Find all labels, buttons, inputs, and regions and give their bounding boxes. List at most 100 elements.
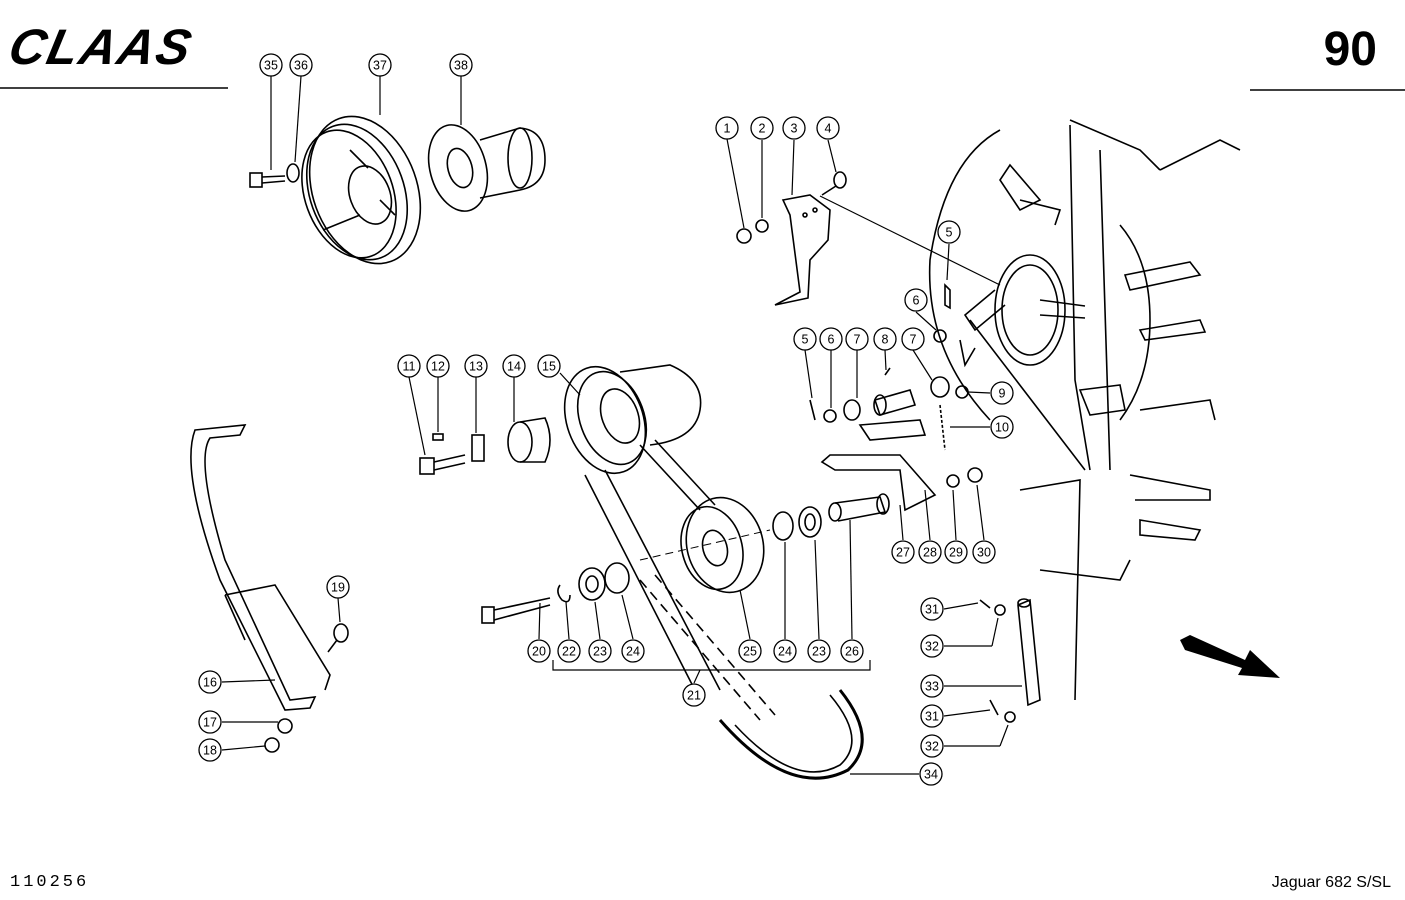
callout-c38: 38 — [449, 53, 473, 77]
callout-c32b: 32 — [920, 734, 944, 758]
callout-c30: 30 — [972, 540, 996, 564]
callout-label: 4 — [825, 122, 832, 136]
circlip-24b-illustration — [772, 511, 794, 541]
guard-16-illustration — [190, 424, 331, 711]
callout-label: 6 — [913, 294, 920, 308]
callout-label: 24 — [626, 645, 640, 659]
callout-c10: 10 — [990, 415, 1014, 439]
callout-c16: 16 — [198, 670, 222, 694]
callout-label: 32 — [925, 640, 939, 654]
bolt-35-illustration — [249, 172, 286, 188]
callout-c14: 14 — [502, 354, 526, 378]
callout-c3: 3 — [782, 116, 806, 140]
belt-21-illustration — [584, 439, 776, 721]
shaft-26-illustration — [828, 493, 890, 522]
callout-c6b: 6 — [819, 327, 843, 351]
pulley-37-illustration — [301, 115, 422, 265]
washer-36-illustration — [286, 163, 300, 183]
callout-label: 36 — [294, 59, 308, 73]
callout-label: 11 — [403, 360, 416, 374]
bolt-11-illustration — [419, 454, 466, 475]
callout-c37: 37 — [368, 53, 392, 77]
callout-label: 18 — [203, 744, 217, 758]
callout-label: 5 — [802, 333, 809, 347]
callout-label: 12 — [431, 360, 445, 374]
callout-label: 26 — [845, 645, 859, 659]
drawing-number: 110256 — [10, 873, 90, 892]
washer-6-illustration — [933, 329, 947, 343]
callout-c26: 26 — [840, 639, 864, 663]
callout-c7a: 7 — [845, 327, 869, 351]
callout-label: 25 — [743, 645, 757, 659]
washer-32b-illustration — [1004, 711, 1016, 723]
callout-c17: 17 — [198, 710, 222, 734]
callout-label: 37 — [373, 59, 387, 73]
callout-c23b: 23 — [807, 639, 831, 663]
callout-label: 31 — [925, 603, 939, 617]
callout-c6a: 6 — [904, 288, 928, 312]
callout-label: 20 — [532, 645, 546, 659]
callout-c20: 20 — [527, 639, 551, 663]
washer-32a-illustration — [994, 604, 1006, 616]
callout-c15: 15 — [537, 354, 561, 378]
cotter-pin-5-illustration — [944, 283, 951, 310]
callout-c22: 22 — [557, 639, 581, 663]
spacer-13-illustration — [471, 434, 485, 462]
tensioner-assembly-illustration — [809, 367, 983, 512]
callout-label: 14 — [507, 360, 521, 374]
direction-arrow-icon — [1180, 635, 1280, 678]
rod-33-illustration — [1017, 598, 1041, 707]
callout-label: 23 — [812, 645, 826, 659]
callout-c8: 8 — [873, 327, 897, 351]
callout-c11: 11 — [397, 354, 421, 378]
callout-label: 10 — [995, 421, 1009, 435]
callout-c4: 4 — [816, 116, 840, 140]
callout-label: 34 — [924, 768, 938, 782]
callout-label: 35 — [264, 59, 278, 73]
callout-label: 7 — [854, 333, 861, 347]
callout-label: 31 — [925, 710, 939, 724]
callout-c21: 21 — [682, 683, 706, 707]
callout-c24b: 24 — [773, 639, 797, 663]
callout-label: 1 — [724, 122, 731, 136]
callout-c28: 28 — [918, 540, 942, 564]
bracket-3-illustration — [774, 194, 831, 306]
callout-c18: 18 — [198, 738, 222, 762]
callout-c5b: 5 — [793, 327, 817, 351]
bearing-23a-illustration — [578, 567, 606, 601]
callout-label: 17 — [203, 716, 217, 730]
callout-c34: 34 — [919, 762, 943, 786]
callout-label: 28 — [923, 546, 937, 560]
callout-c7b: 7 — [901, 327, 925, 351]
hub-14-illustration — [507, 417, 551, 463]
pulley-15-illustration — [563, 364, 702, 475]
key-12-illustration — [432, 433, 444, 441]
page-number: 90 — [1323, 23, 1377, 76]
callout-c2: 2 — [750, 116, 774, 140]
callout-label: 27 — [896, 546, 910, 560]
callout-label: 13 — [469, 360, 483, 374]
callout-c33: 33 — [920, 674, 944, 698]
callout-label: 22 — [562, 645, 576, 659]
callout-label: 5 — [946, 226, 953, 240]
callout-label: 6 — [828, 333, 835, 347]
callout-label: 38 — [454, 59, 468, 73]
callout-label: 24 — [778, 645, 792, 659]
callout-label: 30 — [977, 546, 991, 560]
callout-c13: 13 — [464, 354, 488, 378]
callout-c12: 12 — [426, 354, 450, 378]
hub-38-illustration — [427, 124, 546, 212]
model-name: Jaguar 682 S/SL — [1271, 874, 1391, 891]
callout-c19: 19 — [326, 575, 350, 599]
callout-c9: 9 — [990, 381, 1014, 405]
callout-c1: 1 — [715, 116, 739, 140]
callout-c32a: 32 — [920, 634, 944, 658]
callout-label: 23 — [593, 645, 607, 659]
callout-label: 16 — [203, 676, 217, 690]
callout-label: 7 — [910, 333, 917, 347]
idler-pulley-25-illustration — [680, 496, 765, 594]
circlip-22-illustration — [557, 584, 571, 603]
callout-label: 32 — [925, 740, 939, 754]
